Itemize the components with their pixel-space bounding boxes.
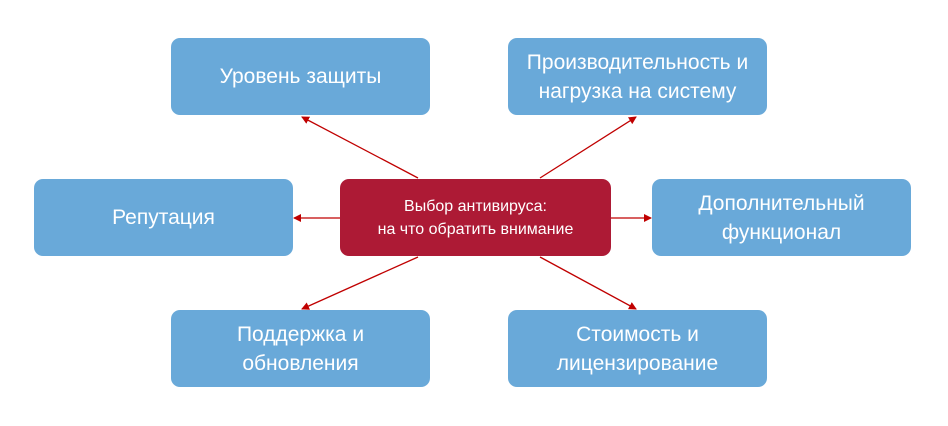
- node-performance-system-load: Производительность и нагрузка на систему: [508, 38, 767, 115]
- arrow-to-protection-level: [301, 116, 419, 179]
- node-cost-licensing: Стоимость и лицензирование: [508, 310, 767, 387]
- arrow-to-performance: [539, 116, 637, 179]
- node-support-updates: Поддержка и обновления: [171, 310, 430, 387]
- node-reputation: Репутация: [34, 179, 293, 256]
- arrow-to-cost-licensing: [539, 256, 637, 310]
- node-extra-features: Дополнительный функционал: [652, 179, 911, 256]
- arrow-to-support-updates: [301, 256, 419, 310]
- center-node-antivirus-choice: Выбор антивируса: на что обратить вниман…: [340, 179, 611, 256]
- node-protection-level: Уровень защиты: [171, 38, 430, 115]
